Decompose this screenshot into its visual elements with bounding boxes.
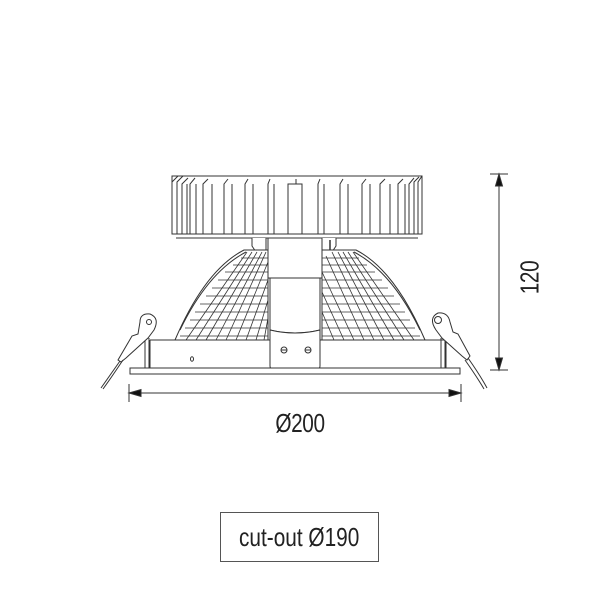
width-dimension [127, 384, 463, 402]
central-bracket [267, 237, 323, 370]
housing-flange [129, 339, 461, 375]
reflector-left [174, 249, 269, 341]
reflector-right [321, 249, 426, 341]
height-dimension-label: 120 [514, 260, 545, 295]
height-dimension [490, 172, 508, 372]
cutout-label: cut-out Ø190 [239, 521, 360, 552]
spring-clip-right [432, 312, 488, 390]
cutout-label-box: cut-out Ø190 [220, 512, 379, 562]
width-dimension-label: Ø200 [275, 408, 325, 438]
spring-clip-left [100, 313, 157, 390]
heatsink [171, 175, 423, 239]
